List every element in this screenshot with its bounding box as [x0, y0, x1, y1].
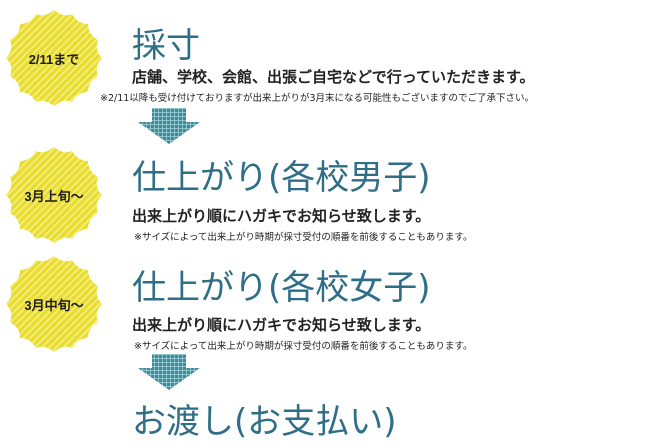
- step-date-badge: 3月上旬～: [24, 188, 84, 204]
- scalloped-badge-icon: 2/11まで: [2, 6, 106, 110]
- down-arrow-icon: [138, 354, 200, 390]
- step-title: 仕上がり(各校女子): [132, 268, 431, 308]
- down-arrow-icon: [138, 108, 200, 144]
- step-note: ※サイズによって出来上がり時期が採寸受付の順番を前後することもあります。: [134, 341, 473, 352]
- step-title: お渡し(お支払い): [132, 402, 397, 442]
- step-description: 店舗、学校、会館、出張ご自宅などで行っていただきます。: [132, 68, 535, 86]
- step-note: ※2/11以降も受け付けておりますが出来上がりが3月末になる可能性もございますの…: [100, 93, 535, 104]
- step-date-badge: 3月中旬～: [24, 297, 84, 313]
- step-note: ※サイズによって出来上がり時期が採寸受付の順番を前後することもあります。: [134, 232, 473, 243]
- step-description: 出来上がり順にハガキでお知らせ致します。: [132, 207, 431, 225]
- step-description: 出来上がり順にハガキでお知らせ致します。: [132, 316, 431, 334]
- scalloped-badge-icon: 3月上旬～: [2, 143, 106, 247]
- step-title: 採寸: [132, 26, 200, 66]
- step-date-badge: 2/11まで: [28, 51, 80, 67]
- step-title: 仕上がり(各校男子): [132, 158, 431, 198]
- scalloped-badge-icon: 3月中旬～: [2, 252, 106, 356]
